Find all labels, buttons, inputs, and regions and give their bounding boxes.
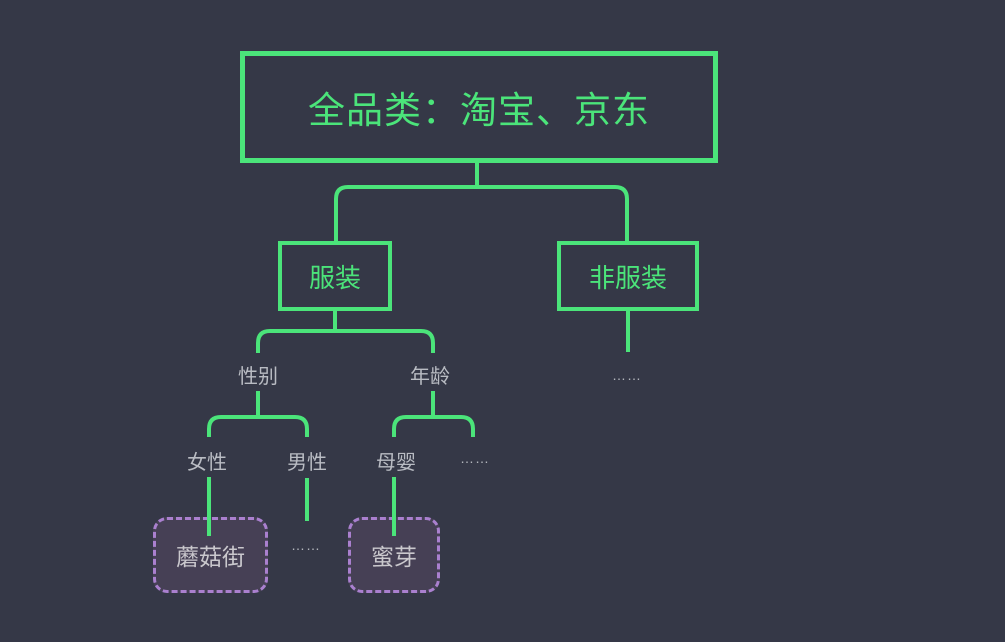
node-male[interactable]: 男性 (287, 452, 327, 474)
connector-clothing-to-level3 (256, 329, 435, 353)
connector-gender-to-children (207, 415, 309, 437)
node-clothing[interactable]: 服装 (278, 241, 392, 311)
root-node[interactable]: 全品类：淘宝、京东 (240, 51, 718, 163)
node-gender[interactable]: 性别 (238, 366, 278, 388)
node-ellipsis-non-clothing[interactable]: …… (612, 367, 642, 383)
node-ellipsis-age[interactable]: …… (460, 450, 490, 466)
node-mogujie[interactable]: 蘑菇街 (153, 517, 268, 593)
node-age[interactable]: 年龄 (410, 366, 450, 388)
node-miya[interactable]: 蜜芽 (348, 517, 440, 593)
node-female[interactable]: 女性 (187, 452, 227, 474)
node-ellipsis-male[interactable]: …… (291, 537, 321, 553)
connector-root-to-level2 (334, 185, 629, 241)
node-non-clothing[interactable]: 非服装 (557, 241, 699, 311)
node-maternal[interactable]: 母婴 (376, 452, 416, 474)
connector-age-to-children (392, 415, 475, 437)
